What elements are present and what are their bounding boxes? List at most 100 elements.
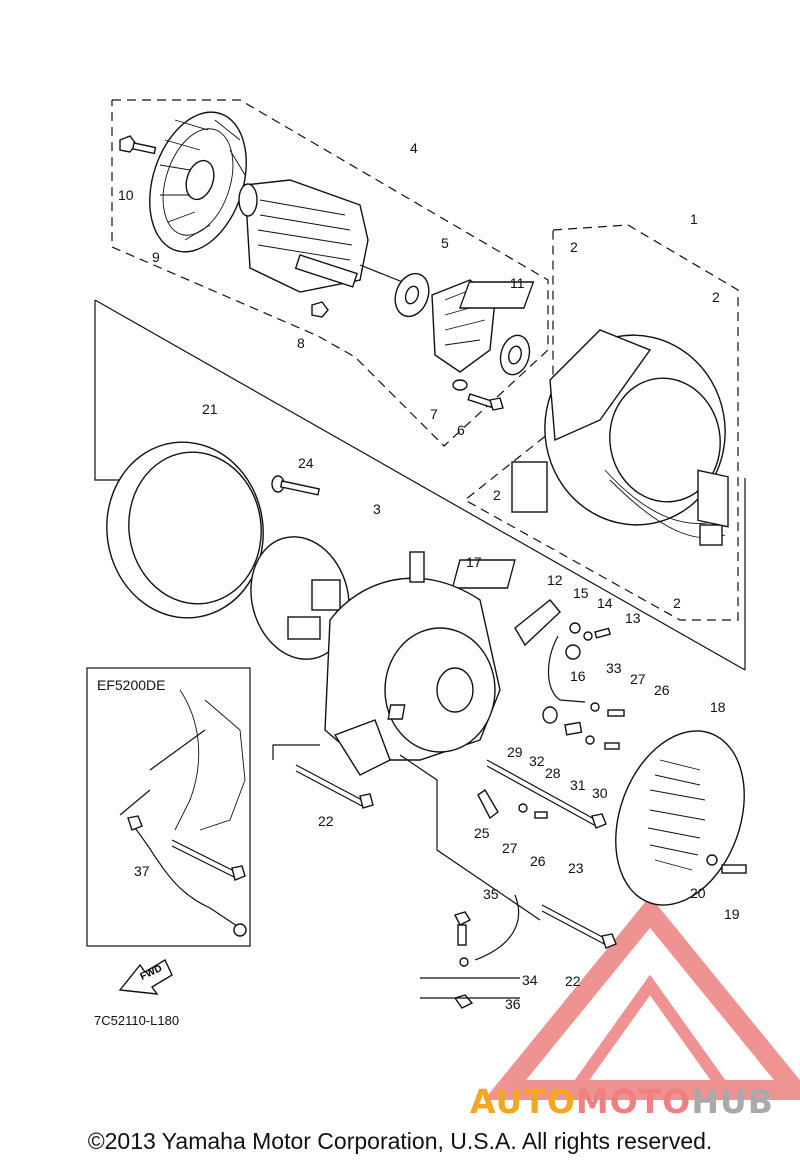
callout-label: 12 [547,572,563,588]
group-4-boundary [111,99,549,447]
callout-label: 6 [457,422,465,438]
screw [607,709,625,717]
callout-label: 30 [592,785,608,801]
watermark-auto: AUTO [470,1082,576,1121]
callout-label: 26 [654,682,670,698]
callout-label: 25 [474,825,490,841]
insulator-pad [511,461,548,513]
front-housing [324,551,501,776]
callout-label: 19 [724,906,740,922]
callout-label: 2 [570,239,578,255]
callouts: 1 2 2 2 2 2 3 4 5 6 7 8 9 10 11 12 13 14… [118,140,740,1012]
callout-label: 2 [673,595,681,611]
callout-label: 21 [202,401,218,417]
rotor-assembly [238,179,411,293]
callout-label: 3 [373,501,381,517]
callout-label: 8 [297,335,305,351]
callout-label: 16 [570,668,586,684]
callout-label: 26 [530,853,546,869]
mount-bolt [295,764,374,809]
watermark-hub: HUB [691,1082,774,1121]
callout-label: 28 [545,765,561,781]
insulator-pad [458,281,535,309]
through-bolt [271,475,320,496]
copyright-notice: ©2013 Yamaha Motor Corporation, U.S.A. A… [87,1128,713,1154]
bolt [721,864,747,874]
callout-label: 7 [430,406,438,422]
washer [569,622,581,634]
callout-label: 5 [441,235,449,251]
ground-wire [420,894,520,1009]
callout-label: 1 [690,211,698,227]
callout-label: 24 [298,455,314,471]
callout-label: 36 [505,996,521,1012]
diode [542,706,558,724]
variant-label: EF5200DE [97,677,165,693]
callout-label: 22 [318,813,334,829]
callout-label: 4 [410,140,418,156]
inset-housing [119,689,246,831]
callout-label: 23 [568,860,584,876]
callout-label: 22 [565,973,581,989]
callout-label: 14 [597,595,613,611]
callout-label: 27 [502,840,518,856]
condenser [387,704,406,720]
watermark-text: AUTOMOTOHUB [470,1082,774,1121]
rear-end-cover [250,536,350,660]
callout-label: 37 [134,863,150,879]
washer [590,702,600,712]
inset-ground-bolt [127,815,247,937]
drawing-code: 7C52110-L180 [94,1013,179,1028]
screw [594,627,611,639]
callout-label: 29 [507,744,523,760]
assembly-line-lower [272,744,320,760]
long-bolt [486,759,607,829]
watermark-triangle [483,896,800,1100]
nut [311,301,329,318]
cable-guide [477,788,499,820]
callout-label: 34 [522,972,538,988]
insulator-pad [697,469,729,528]
washer [585,735,595,745]
callout-label: 13 [625,610,641,626]
washer [583,631,593,641]
callout-label: 11 [510,275,525,291]
screw [604,742,620,750]
fan-bolt [119,135,157,155]
mount-bolt-lower [541,904,617,949]
callout-label: 9 [152,249,160,265]
screw [534,811,548,819]
callout-label: 20 [690,885,706,901]
group-1-boundary [463,224,739,621]
insulator-pad [451,559,516,589]
bearing-ring [394,272,430,318]
washer [706,854,718,866]
washer [518,803,528,813]
lead-wire [547,635,586,703]
callout-label: 31 [570,777,586,793]
callout-label: 10 [118,187,134,203]
brush-holder [514,599,561,647]
assembly-line-upper [94,300,120,481]
bearing [499,334,531,376]
callout-label: 17 [466,554,482,570]
watermark-moto: MOTO [575,1082,692,1121]
cooling-fan [149,111,247,253]
callout-label: 2 [493,487,501,503]
assembly-line-ground [399,754,541,921]
clamp [564,721,583,736]
assembly-line-diagonal [94,299,746,671]
callout-label: 33 [606,660,622,676]
callout-label: 18 [710,699,726,715]
callout-label: 35 [483,886,499,902]
bolt-washer [452,379,504,411]
fwd-arrow-icon [118,959,173,995]
collar [565,644,581,660]
band-cover [106,441,264,619]
stator [544,329,726,546]
callout-label: 2 [712,289,720,305]
variant-inset-box [86,667,251,947]
callout-label: 27 [630,671,646,687]
callout-label: 15 [573,585,589,601]
